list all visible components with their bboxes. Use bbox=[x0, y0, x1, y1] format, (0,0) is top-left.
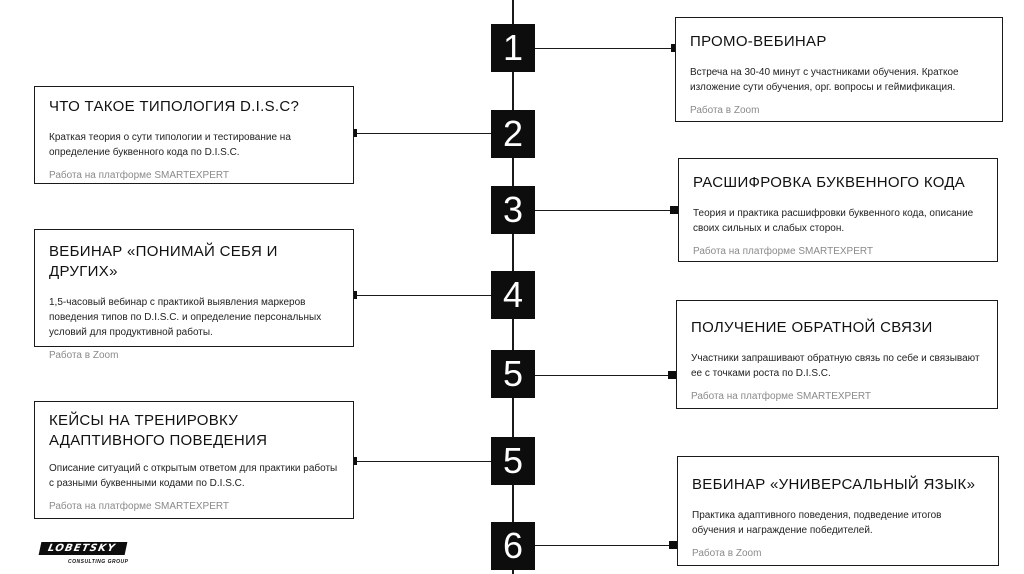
step-note: Работа в Zoom bbox=[49, 350, 119, 361]
step-card-1: ПРОМО-ВЕБИНАР Встреча на 30-40 минут с у… bbox=[675, 17, 1003, 122]
step-title: ПРОМО-ВЕБИНАР bbox=[690, 33, 827, 50]
step-card-6: ВЕБИНАР «УНИВЕРСАЛЬНЫЙ ЯЗЫК» Практика ад… bbox=[677, 456, 999, 566]
company-logo: LOBETSKY CONSULTING GROUP bbox=[38, 538, 129, 565]
connector-dot-5 bbox=[668, 371, 676, 379]
step-card-5: ПОЛУЧЕНИЕ ОБРАТНОЙ СВЯЗИ Участники запра… bbox=[676, 300, 998, 409]
step-title: РАСШИФРОВКА БУКВЕННОГО КОДА bbox=[693, 174, 966, 191]
connector-4 bbox=[353, 295, 491, 296]
connector-6 bbox=[535, 545, 677, 546]
step-note: Работа в Zoom bbox=[690, 105, 760, 116]
step-description: Встреча на 30-40 минут с участниками обу… bbox=[690, 67, 959, 93]
step-title: ПОЛУЧЕНИЕ ОБРАТНОЙ СВЯЗИ bbox=[691, 319, 933, 336]
step-number-2: 2 bbox=[491, 110, 535, 158]
step-title: ЧТО ТАКОЕ ТИПОЛОГИЯ D.I.S.C? bbox=[49, 98, 300, 115]
logo-subtitle: CONSULTING GROUP bbox=[68, 559, 129, 565]
step-description: Практика адаптивного поведения, подведен… bbox=[692, 510, 942, 536]
connector-1 bbox=[535, 48, 675, 49]
step-note: Работа на платформе SMARTEXPERT bbox=[49, 501, 230, 512]
step-number-1: 1 bbox=[491, 24, 535, 72]
step-card-3: РАСШИФРОВКА БУКВЕННОГО КОДА Теория и пра… bbox=[678, 158, 998, 262]
connector-5 bbox=[535, 375, 676, 376]
connector-2 bbox=[353, 133, 491, 134]
logo-name: LOBETSKY bbox=[38, 542, 127, 555]
step-description: Краткая теория о сути типологии и тестир… bbox=[49, 132, 291, 158]
step-card-4: ВЕБИНАР «ПОНИМАЙ СЕБЯ И ДРУГИХ» 1,5-часо… bbox=[34, 229, 354, 361]
step-number-3: 3 bbox=[491, 186, 535, 234]
step-description: Участники запрашивают обратную связь по … bbox=[691, 353, 980, 379]
step-description: 1,5-часовый вебинар с практикой выявлени… bbox=[49, 297, 322, 338]
step-card-5b: КЕЙСЫ НА ТРЕНИРОВКУ АДАПТИВНОГО ПОВЕДЕНИ… bbox=[34, 401, 354, 519]
step-note: Работа в Zoom bbox=[692, 548, 762, 559]
step-note: Работа на платформе SMARTEXPERT bbox=[693, 246, 874, 257]
connector-dot-3 bbox=[670, 206, 678, 214]
step-card-2: ЧТО ТАКОЕ ТИПОЛОГИЯ D.I.S.C? Краткая тео… bbox=[34, 86, 354, 184]
step-note: Работа на платформе SMARTEXPERT bbox=[49, 170, 230, 181]
step-description: Теория и практика расшифровки буквенного… bbox=[693, 208, 974, 234]
step-title: КЕЙСЫ НА ТРЕНИРОВКУ АДАПТИВНОГО ПОВЕДЕНИ… bbox=[49, 412, 268, 449]
step-description: Описание ситуаций с открытым ответом для… bbox=[49, 463, 338, 489]
step-title: ВЕБИНАР «УНИВЕРСАЛЬНЫЙ ЯЗЫК» bbox=[692, 476, 976, 493]
step-note: Работа на платформе SMARTEXPERT bbox=[691, 391, 872, 402]
step-number-6: 6 bbox=[491, 522, 535, 570]
connector-dot-6 bbox=[669, 541, 677, 549]
step-number-5b: 5 bbox=[491, 437, 535, 485]
connector-5b bbox=[353, 461, 491, 462]
step-number-4: 4 bbox=[491, 271, 535, 319]
connector-3 bbox=[535, 210, 678, 211]
step-number-5: 5 bbox=[491, 350, 535, 398]
step-title: ВЕБИНАР «ПОНИМАЙ СЕБЯ И ДРУГИХ» bbox=[49, 243, 278, 280]
